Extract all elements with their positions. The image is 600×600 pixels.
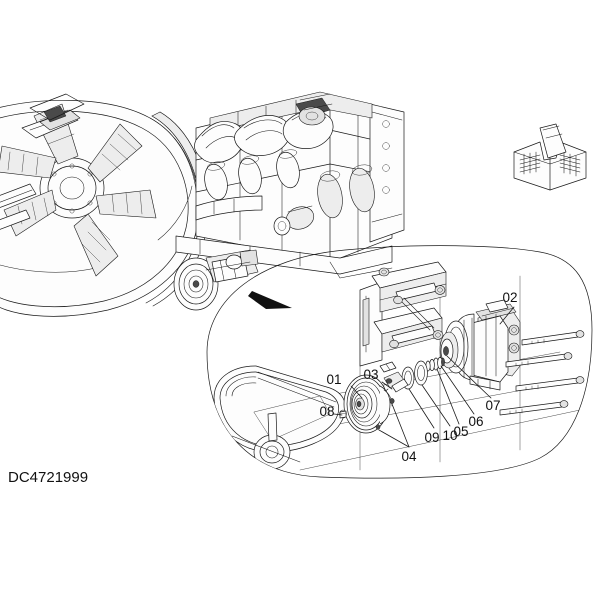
- crankshaft-pulley: [173, 257, 219, 311]
- compressor-body: [439, 299, 521, 391]
- callout-04: 04: [401, 449, 417, 464]
- compressor-mounting-bracket: [359, 261, 447, 367]
- mounting-bolts: [375, 398, 395, 430]
- engine-side-rails: [0, 183, 37, 230]
- engine-accessories: [204, 149, 375, 236]
- engine-mounted-compressor: [205, 249, 259, 283]
- shaft-seal-stack: [425, 357, 445, 372]
- shroud-bracket: [21, 109, 81, 139]
- turbocharger: [295, 93, 333, 126]
- engine-assembly-overview: [0, 91, 405, 317]
- part-number-label: DC4721999: [8, 469, 88, 486]
- callout-06: 06: [468, 414, 483, 429]
- callout-numbers: 01 02 03 04 05 06 07 08 09 10: [319, 290, 517, 464]
- callout-leader-lines: [333, 306, 515, 448]
- through-bolts: [499, 330, 585, 416]
- lower-hoses: [195, 195, 263, 221]
- compressor-exploded-detail: [206, 245, 593, 479]
- cooling-fan-blades: [0, 103, 157, 277]
- clutch-pulley-assembly: [343, 374, 393, 434]
- engine-rear-plate: [369, 103, 405, 243]
- callout-09: 09: [424, 430, 439, 445]
- idler-pulley: [253, 412, 291, 470]
- callout-07: 07: [485, 398, 500, 413]
- o-ring-inner: [414, 360, 428, 386]
- through-bolt: [515, 376, 585, 392]
- shaft-nut: [339, 409, 347, 419]
- callout-03: 03: [363, 367, 378, 382]
- drive-belt-assembly: [213, 365, 346, 470]
- callout-02: 02: [502, 290, 517, 305]
- through-bolt: [499, 400, 569, 416]
- through-bolt: [521, 330, 585, 346]
- callout-10: 10: [442, 428, 457, 443]
- callout-08: 08: [319, 404, 334, 419]
- callout-05: 05: [453, 424, 468, 439]
- machine-locator-icon: [513, 123, 587, 191]
- through-bolt: [505, 352, 573, 368]
- callout-01: 01: [326, 372, 341, 387]
- detail-pointer-arrow: [248, 291, 292, 309]
